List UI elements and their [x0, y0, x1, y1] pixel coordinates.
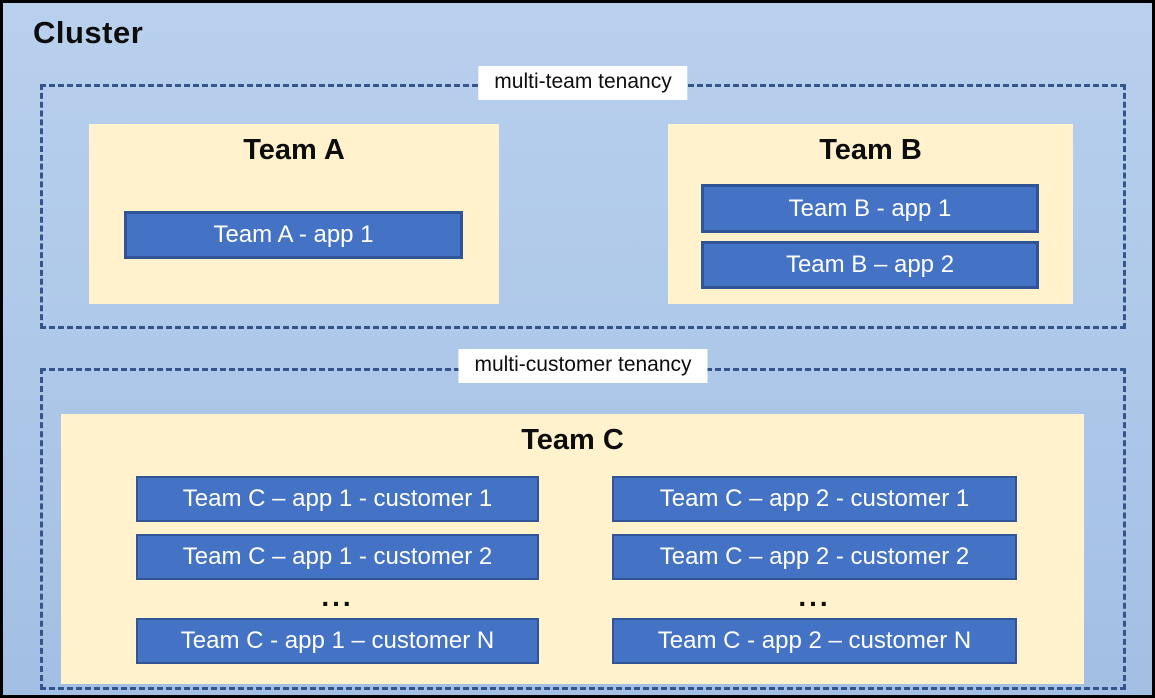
team-a-box: Team A Team A - app 1 [89, 124, 499, 304]
team-c-app2-ellipsis: ... [798, 581, 831, 612]
team-b-app-2-node: Team B – app 2 [701, 241, 1039, 289]
team-c-app1-customer-2-node: Team C – app 1 - customer 2 [136, 534, 539, 580]
team-b-app-1-node: Team B - app 1 [701, 184, 1039, 233]
multi-customer-tenancy-label: multi-customer tenancy [458, 349, 708, 383]
team-b-box: Team B Team B - app 1 Team B – app 2 [668, 124, 1073, 304]
multi-customer-tenancy-zone: multi-customer tenancy Team C Team C – a… [40, 349, 1126, 690]
team-c-app2-customer-n-node: Team C - app 2 – customer N [612, 618, 1017, 664]
team-c-title: Team C [521, 424, 624, 456]
multi-team-tenancy-zone: multi-team tenancy Team A Team A - app 1… [40, 66, 1126, 329]
team-c-app1-customer-1-node: Team C – app 1 - customer 1 [136, 476, 539, 522]
multi-team-tenancy-label: multi-team tenancy [478, 66, 688, 100]
team-c-box: Team C Team C – app 1 - customer 1 Team … [61, 414, 1084, 684]
team-a-title: Team A [243, 134, 345, 166]
team-c-app1-ellipsis: ... [321, 581, 354, 612]
team-c-app2-customer-2-node: Team C – app 2 - customer 2 [612, 534, 1017, 580]
team-c-app2-customer-1-node: Team C – app 2 - customer 1 [612, 476, 1017, 522]
cluster-title: Cluster [33, 15, 144, 50]
team-c-app1-customer-n-node: Team C - app 1 – customer N [136, 618, 539, 664]
team-b-title: Team B [819, 134, 922, 166]
team-a-app-1-node: Team A - app 1 [124, 211, 463, 259]
